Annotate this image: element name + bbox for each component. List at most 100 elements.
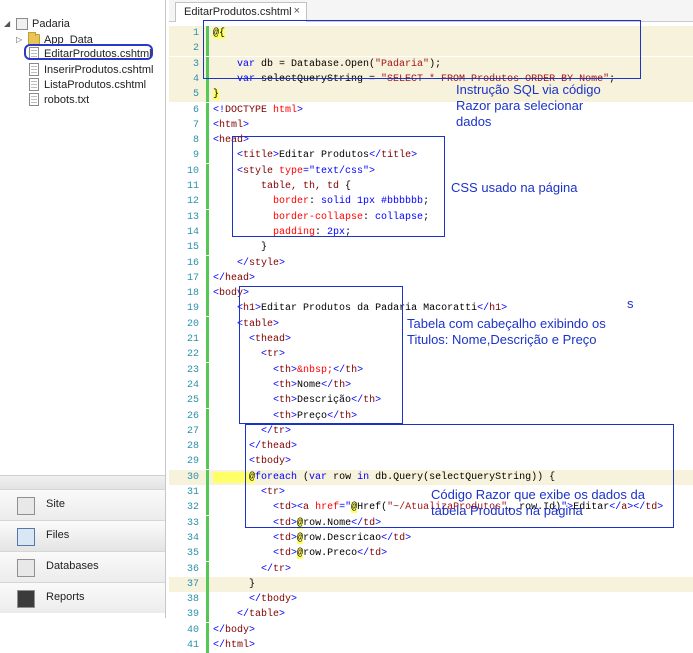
code-line[interactable]: 17</head> — [169, 270, 693, 286]
code-token: th — [279, 395, 292, 407]
code-line[interactable]: 15 } — [169, 240, 693, 256]
code-token: tr — [267, 349, 280, 361]
expand-arrow-icon[interactable]: ▷ — [16, 35, 23, 44]
code-line[interactable]: 40</body> — [169, 622, 693, 638]
tab-editarprodutos[interactable]: EditarProdutos.cshtml × — [175, 2, 307, 22]
code-line[interactable]: 14 padding: 2px; — [169, 224, 693, 240]
code-line[interactable]: 25 <th>Descrição</th> — [169, 393, 693, 409]
nav-reports[interactable]: Reports — [0, 582, 165, 613]
code-line[interactable]: 33 <td>@row.Nome</td> — [169, 515, 693, 531]
code-text: <thead> — [213, 332, 291, 347]
code-line[interactable]: 21 <thead> — [169, 332, 693, 347]
line-number: 34 — [186, 532, 199, 544]
code-line[interactable]: 3 var db = Database.Open("Padaria"); — [169, 56, 693, 72]
code-token: < — [213, 303, 244, 315]
line-number: 15 — [186, 242, 199, 254]
code-line[interactable]: 6<!DOCTYPE html> — [169, 102, 693, 118]
code-text: } — [213, 240, 267, 255]
code-line[interactable]: 5} — [169, 87, 693, 103]
code-line[interactable]: 9 <title>Editar Produtos</title> — [169, 148, 693, 164]
tree-item-inserirprodutos[interactable]: InserirProdutos.cshtml — [28, 62, 153, 78]
code-token: < — [213, 502, 280, 514]
change-marker — [206, 622, 209, 638]
code-token: > — [345, 379, 352, 391]
change-marker — [206, 102, 209, 118]
code-token: , row.Id) — [507, 502, 562, 514]
code-token: > — [657, 502, 664, 514]
nav-label: Reports — [46, 591, 85, 603]
code-line[interactable]: 10 <style type="text/css"> — [169, 163, 693, 179]
annotation-sql: Instrução SQL via código Razor para sele… — [456, 82, 601, 130]
code-token: </ — [213, 272, 226, 284]
code-line[interactable]: 18<body> — [169, 286, 693, 302]
line-number: 40 — [186, 624, 199, 636]
code-token: > — [279, 487, 286, 498]
code-token: } — [213, 242, 268, 254]
code-line[interactable]: 13 border-collapse: collapse; — [169, 209, 693, 225]
code-line[interactable]: 4 var selectQueryString = "SELECT * FROM… — [169, 71, 693, 87]
code-area[interactable]: 1@{2 3 var db = Database.Open("Padaria")… — [169, 22, 693, 653]
code-text: <h1>Editar Produtos da Padaria Macoratti… — [213, 301, 507, 316]
code-token: </ — [351, 517, 364, 529]
nav-site[interactable]: Site — [0, 489, 165, 520]
code-token: row.Nome — [303, 517, 352, 529]
tree-item-robots[interactable]: robots.txt — [28, 92, 152, 108]
line-number: 6 — [192, 104, 199, 116]
annotation-thead: Tabela com cabeçalho exibindo os Titulos… — [407, 316, 606, 348]
tree-item-app-data[interactable]: ▷ App_Data — [16, 32, 148, 48]
code-token: tr — [267, 487, 280, 498]
code-text: } — [213, 577, 255, 592]
tree-root[interactable]: ◢ Padaria — [4, 16, 136, 32]
code-line[interactable]: 8<head> — [169, 133, 693, 149]
code-line[interactable]: 31 <tr> — [169, 485, 693, 500]
code-token: var — [213, 58, 256, 70]
code-line[interactable]: 35 <td>@row.Preco</td> — [169, 546, 693, 562]
code-token: td — [279, 532, 292, 544]
code-token: ="text/css"> — [303, 165, 376, 177]
change-marker — [206, 26, 209, 41]
collapse-arrow-icon[interactable]: ◢ — [4, 19, 11, 28]
code-line[interactable]: 37 } — [169, 576, 693, 592]
code-line[interactable]: 20 <table> — [169, 316, 693, 332]
code-line[interactable]: 41</html> — [169, 638, 693, 653]
code-line[interactable]: 24 <th>Nome</th> — [169, 377, 693, 393]
code-line[interactable]: 36 </tr> — [169, 561, 693, 577]
code-line[interactable]: 32 <td><a href="@Href("~/AtualizaProduto… — [169, 500, 693, 516]
code-line[interactable]: 27 </tr> — [169, 423, 693, 439]
code-token: < — [213, 487, 268, 498]
change-marker — [206, 332, 209, 347]
code-line[interactable]: 16 </style> — [169, 255, 693, 271]
code-line[interactable]: 7<html> — [169, 117, 693, 133]
code-line[interactable]: 29 <tbody> — [169, 454, 693, 470]
code-token: } — [213, 89, 220, 101]
code-text: </tr> — [213, 424, 291, 439]
code-token: thead — [255, 334, 286, 345]
nav-files[interactable]: Files — [0, 520, 165, 551]
code-line[interactable]: 34 <td>@row.Descricao</td> — [169, 530, 693, 546]
code-line[interactable]: 38 </tbody> — [169, 592, 693, 608]
change-marker — [206, 240, 209, 256]
annotation-line: Razor para selecionar — [456, 98, 584, 113]
code-line[interactable]: 30 @foreach (var row in db.Query(selectQ… — [169, 469, 693, 485]
change-marker — [206, 592, 209, 608]
code-line[interactable]: 1@{ — [169, 26, 693, 41]
code-line[interactable]: 19 <h1>Editar Produtos da Padaria Macora… — [169, 301, 693, 317]
code-text: </style> — [213, 256, 285, 271]
code-token: > — [243, 119, 250, 131]
code-line[interactable]: 2 — [169, 41, 693, 57]
code-line[interactable]: 39 </table> — [169, 607, 693, 623]
close-icon[interactable]: × — [293, 5, 300, 17]
code-line[interactable]: 26 <th>Preço</th> — [169, 408, 693, 424]
code-line[interactable]: 11 table, th, td { — [169, 179, 693, 194]
code-line[interactable]: 22 <tr> — [169, 347, 693, 363]
code-line[interactable]: 28 </thead> — [169, 439, 693, 455]
nav-databases[interactable]: Databases — [0, 551, 165, 582]
code-line[interactable]: 12 border: solid 1px #bbbbbb; — [169, 194, 693, 210]
tree-item-listaprodutos[interactable]: ListaProdutos.cshtml — [28, 77, 152, 93]
code-line[interactable]: 23 <th>&nbsp;</th> — [169, 362, 693, 378]
change-marker — [206, 194, 209, 210]
reports-icon — [17, 590, 35, 608]
change-marker — [206, 224, 209, 240]
code-text: padding: 2px; — [213, 225, 351, 240]
code-token: th — [279, 410, 292, 422]
